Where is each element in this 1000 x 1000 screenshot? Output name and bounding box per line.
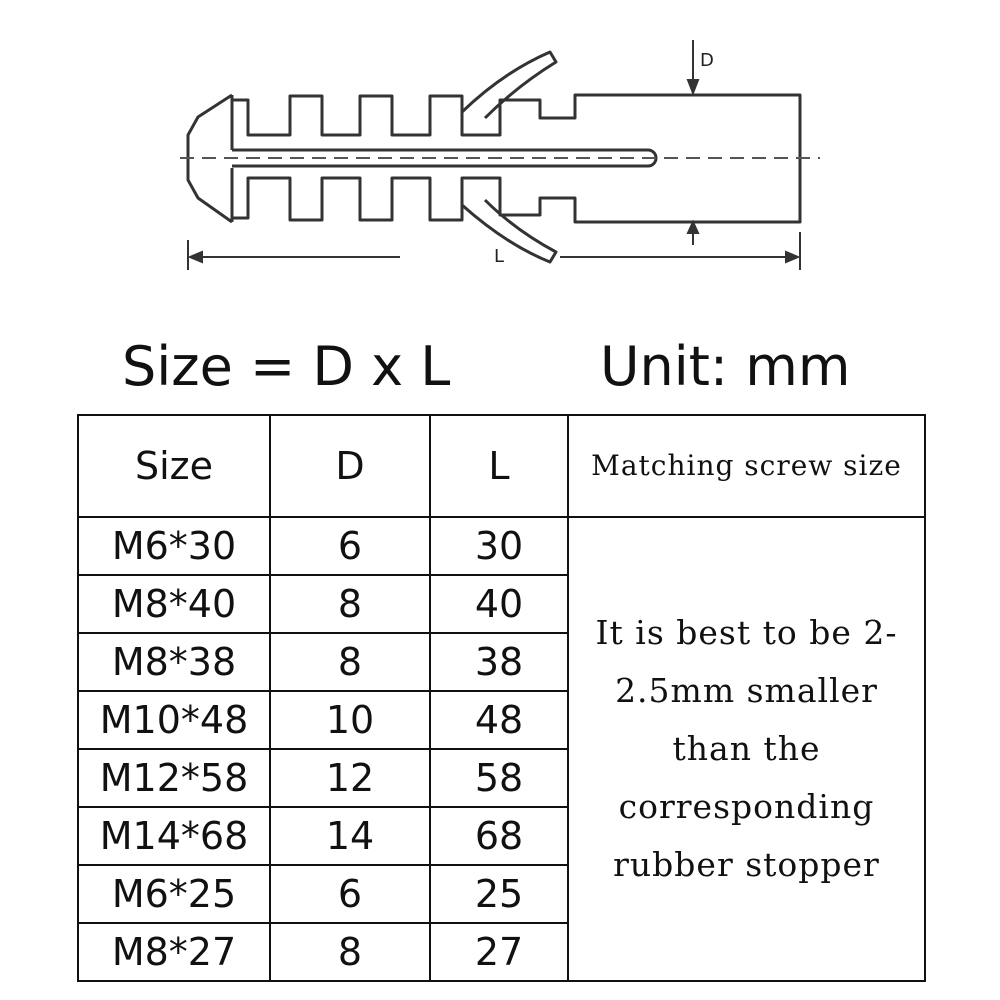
cell-l: 58 — [429, 748, 569, 808]
table-row: M12*58 12 58 — [77, 748, 925, 808]
cell-size: M8*38 — [77, 632, 271, 692]
cell-d: 14 — [269, 806, 431, 866]
cell-d: 8 — [269, 574, 431, 634]
cell-size: M6*25 — [77, 864, 271, 924]
dimension-d-label: D — [700, 50, 714, 71]
matching-screw-note: It is best to be 2-2.5mm smaller than th… — [567, 516, 926, 982]
header-d: D — [269, 414, 431, 518]
cell-l: 68 — [429, 806, 569, 866]
cell-size: M8*40 — [77, 574, 271, 634]
dimension-l-label: L — [494, 246, 504, 267]
header-matching-screw-size: Matching screw size — [567, 414, 926, 518]
cell-d: 8 — [269, 922, 431, 982]
cell-size: M12*58 — [77, 748, 271, 808]
size-formula-caption: Size = D x L — [122, 335, 451, 398]
unit-caption: Unit: mm — [600, 335, 851, 398]
cell-l: 48 — [429, 690, 569, 750]
cell-d: 6 — [269, 516, 431, 576]
table-row: M8*40 8 40 — [77, 574, 925, 634]
header-l: L — [429, 414, 569, 518]
cell-d: 6 — [269, 864, 431, 924]
dimension-d-arrows — [686, 40, 700, 245]
table-header-row: Size D L Matching screw size — [77, 414, 926, 518]
cell-d: 10 — [269, 690, 431, 750]
table-row: M8*27 8 27 — [77, 922, 925, 982]
cell-l: 27 — [429, 922, 569, 982]
table-row: M6*25 6 25 — [77, 864, 925, 924]
table-row: M14*68 14 68 — [77, 806, 925, 866]
cell-l: 30 — [429, 516, 569, 576]
header-size: Size — [77, 414, 271, 518]
size-spec-table: Size D L Matching screw size M6*30 6 30 … — [77, 414, 926, 982]
cell-size: M14*68 — [77, 806, 271, 866]
cell-l: 38 — [429, 632, 569, 692]
cell-l: 40 — [429, 574, 569, 634]
table-row: M10*48 10 48 — [77, 690, 925, 750]
table-row: M8*38 8 38 — [77, 632, 925, 692]
table-row: M6*30 6 30 It is best to be 2-2.5mm smal… — [77, 516, 926, 982]
cell-size: M10*48 — [77, 690, 271, 750]
cell-size: M6*30 — [77, 516, 271, 576]
cell-size: M8*27 — [77, 922, 271, 982]
dimension-l-arrows — [187, 232, 801, 270]
cell-d: 12 — [269, 748, 431, 808]
cell-d: 8 — [269, 632, 431, 692]
wall-anchor-diagram: D L — [180, 40, 820, 270]
cell-l: 25 — [429, 864, 569, 924]
